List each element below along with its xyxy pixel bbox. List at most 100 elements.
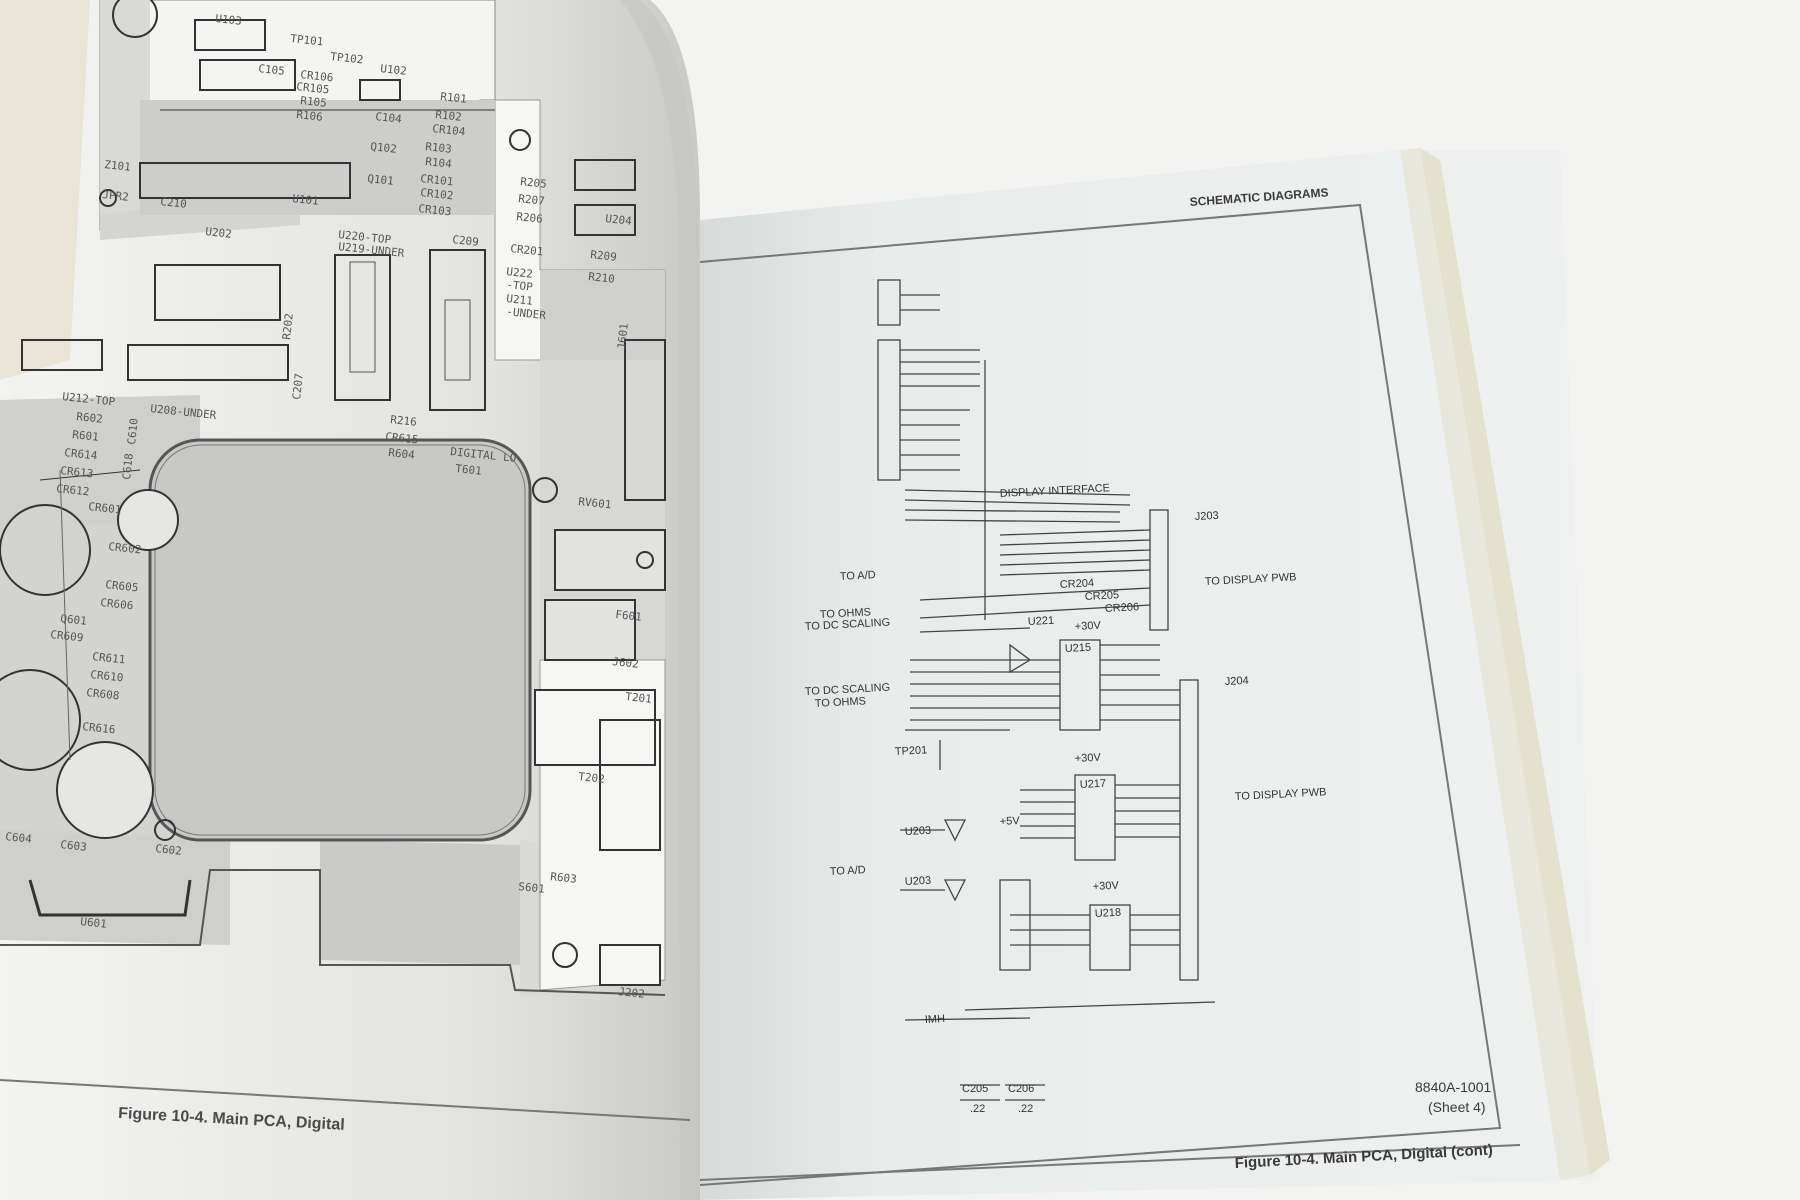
pcb-label: RV601 xyxy=(578,495,612,511)
schematic-labels: J203 J204 U215 U217 U218 U221 U203 U203 … xyxy=(805,482,1327,1115)
schematic-drawing xyxy=(877,279,1216,1101)
pcb-label: T202 xyxy=(578,770,606,786)
right-caption-rule xyxy=(699,1144,1521,1181)
cap-label-c205: C205 xyxy=(962,1083,988,1095)
pcb-label: U220-TOP xyxy=(338,228,392,247)
pcb-label: R206 xyxy=(516,210,544,226)
net-label-imh: IMH xyxy=(925,1013,946,1026)
right-page: SCHEMATIC DIAGRAMS xyxy=(699,148,1610,1200)
pcb-label: C610 xyxy=(125,418,141,446)
pcb-label: -TOP xyxy=(506,278,534,294)
pcb-label: TP101 xyxy=(290,32,324,48)
pcb-label: -UNDER xyxy=(506,305,547,322)
pcb-label: U204 xyxy=(605,212,633,228)
pcb-label: CR602 xyxy=(108,540,142,556)
pcb-label: Q101 xyxy=(367,172,395,188)
note-to-ohms-2: TO OHMS xyxy=(815,695,867,710)
pcb-label: TP102 xyxy=(330,50,364,66)
pcb-label: C618 xyxy=(120,453,136,481)
pcb-label: R207 xyxy=(518,192,546,208)
pcb-label: CR105 xyxy=(296,80,330,96)
pcb-label: U601 xyxy=(80,915,108,931)
pcb-label: C603 xyxy=(60,838,88,854)
note-to-dc-scaling-2: TO DC SCALING xyxy=(805,682,891,698)
pcb-label: CR609 xyxy=(50,628,84,644)
pcb-label: U101 xyxy=(292,192,320,208)
note-to-display-pwb-2: TO DISPLAY PWB xyxy=(1235,786,1327,803)
pcb-label: R105 xyxy=(300,94,328,110)
rail-label: +5V xyxy=(1000,815,1021,828)
pcb-label: R604 xyxy=(388,446,416,462)
note-to-dc-scaling: TO DC SCALING xyxy=(805,617,891,633)
pcb-label: CR605 xyxy=(105,578,139,594)
pcb-label: Z101 xyxy=(104,158,132,174)
pcb-label: T601 xyxy=(455,462,483,478)
pcb-label: R106 xyxy=(296,108,324,124)
pcb-label: CR606 xyxy=(100,596,134,612)
pcb-label: J601 xyxy=(615,323,631,351)
pcb-label: CR103 xyxy=(418,202,452,218)
note-to-ad: TO A/D xyxy=(840,569,876,583)
pcb-label: U222 xyxy=(506,265,534,281)
left-page: U103 TP101 TP102 U102 R101 C105 CR106 CR… xyxy=(0,0,700,1200)
cap-label-c206: C206 xyxy=(1008,1083,1034,1095)
pcb-label: R209 xyxy=(590,248,618,264)
pcb-label: J202 xyxy=(618,985,646,1001)
note-to-ad-2: TO A/D xyxy=(830,864,866,878)
pcb-label: C210 xyxy=(160,195,188,211)
pcb-label: R601 xyxy=(72,428,100,444)
pcb-label: CR106 xyxy=(300,68,334,84)
note-display-interface: DISPLAY INTERFACE xyxy=(1000,482,1111,500)
pcb-label: CR612 xyxy=(56,482,90,498)
connector-label-j204: J204 xyxy=(1225,675,1249,688)
pcb-label: CR615 xyxy=(385,430,419,446)
pcb-label: CR610 xyxy=(90,668,124,684)
schematic-frame xyxy=(699,203,1502,1186)
pcb-label: R602 xyxy=(76,410,104,426)
pcb-label: C604 xyxy=(5,830,33,846)
diode-label: CR206 xyxy=(1105,601,1140,615)
pcb-label: CR616 xyxy=(82,720,116,736)
note-to-display-pwb: TO DISPLAY PWB xyxy=(1205,571,1297,588)
pcb-label: CR102 xyxy=(420,186,454,202)
pcb-label: U212-TOP xyxy=(62,390,116,409)
note-to-ohms: TO OHMS xyxy=(820,606,872,621)
pcb-label: R103 xyxy=(425,140,453,156)
pcb-label: C207 xyxy=(290,373,306,401)
pcb-label: U102 xyxy=(380,62,408,78)
ic-label-u203b: U203 xyxy=(905,875,932,888)
rail-label: +30V xyxy=(1075,620,1102,633)
pcb-label: R216 xyxy=(390,413,418,429)
pcb-label: J602 xyxy=(612,655,640,671)
diode-label: CR204 xyxy=(1060,577,1095,591)
ic-label-u217: U217 xyxy=(1080,778,1107,791)
pcb-label: R102 xyxy=(435,108,463,124)
pcb-label: JPR2 xyxy=(102,188,130,204)
rail-label: +30V xyxy=(1093,880,1120,893)
pcb-label: R603 xyxy=(550,870,578,886)
pcb-label: R104 xyxy=(425,155,453,171)
pcb-label: R210 xyxy=(588,270,616,286)
pcb-label: R202 xyxy=(280,313,296,341)
pcb-label: CR608 xyxy=(86,686,120,702)
sheet-number: (Sheet 4) xyxy=(1428,1099,1486,1115)
ic-label-u218: U218 xyxy=(1095,907,1122,920)
cap-value-c206: .22 xyxy=(1018,1103,1033,1115)
drawing-number: 8840A-1001 xyxy=(1415,1079,1492,1095)
pcb-label: U103 xyxy=(215,12,243,28)
ic-label-u203a: U203 xyxy=(905,825,932,838)
pcb-label: CR611 xyxy=(92,650,126,666)
pcb-label: Q601 xyxy=(60,612,88,628)
pcb-label: C104 xyxy=(375,110,403,126)
pcb-component-labels: U103 TP101 TP102 U102 R101 C105 CR106 CR… xyxy=(5,12,653,1001)
cap-value-c205: .22 xyxy=(970,1103,985,1115)
pcb-label: F601 xyxy=(615,608,643,624)
pcb-label: CR614 xyxy=(64,446,99,462)
ic-label-u215: U215 xyxy=(1065,642,1092,655)
rail-label: +30V xyxy=(1075,752,1102,765)
pcb-label: C105 xyxy=(258,62,286,78)
pcb-label: U202 xyxy=(205,225,233,241)
pcb-label: CR601 xyxy=(88,500,122,516)
pcb-label: T201 xyxy=(625,690,653,706)
